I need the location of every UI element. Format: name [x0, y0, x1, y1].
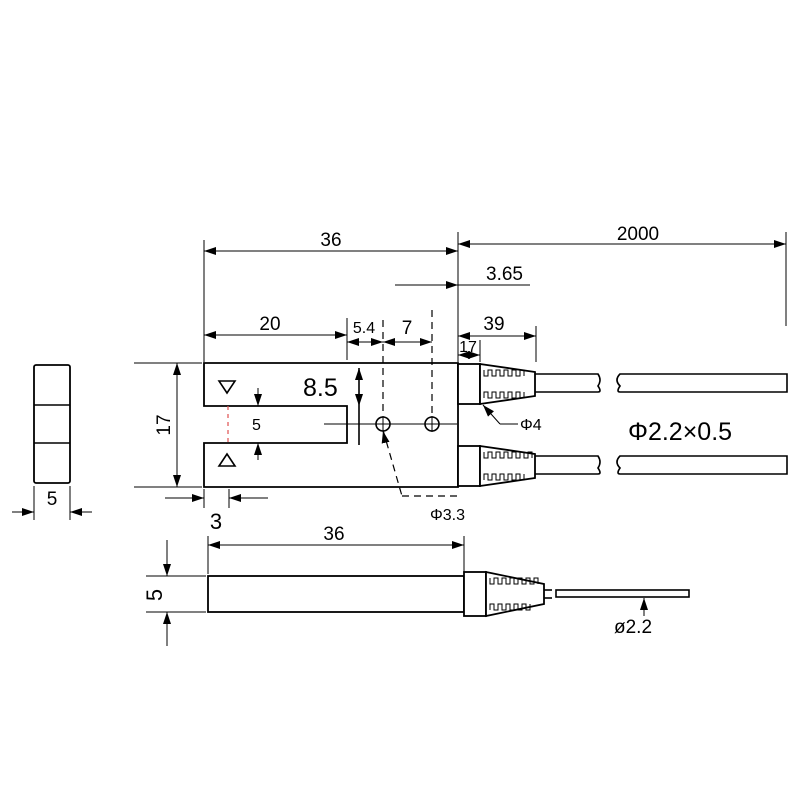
- front-view: Φ3.3 Φ4 Φ2.2×0.5: [134, 224, 788, 534]
- cable-lower-end: [616, 455, 788, 475]
- boot-length-label: 39: [483, 314, 504, 335]
- boot-upper-ribs-top: [483, 369, 525, 377]
- boot-upper-taper: [479, 362, 536, 406]
- side-view: 36 5 ø2.2: [142, 524, 690, 646]
- end-view: 5: [12, 364, 92, 520]
- slot-depth-label: 20: [259, 314, 280, 335]
- overall-length-label: 36: [320, 230, 341, 251]
- side-boot-collar: [463, 571, 487, 617]
- cable-length-label: 2000: [617, 224, 659, 245]
- slot-height-label: 8.5: [303, 374, 338, 402]
- boot-diameter-label: Φ4: [520, 417, 542, 434]
- boot-lower-ribs-bottom: [483, 473, 525, 481]
- end-view-outline: [33, 364, 71, 484]
- end-view-width-label: 5: [47, 489, 58, 510]
- arm-thickness-label: 3: [210, 509, 222, 534]
- side-length-label: 36: [323, 524, 344, 545]
- cable-upper-start: [535, 373, 601, 393]
- boot-lower-taper: [479, 444, 536, 488]
- boot-lower-collar: [457, 445, 481, 487]
- mount-hole-diameter-label: Φ3.3: [430, 507, 465, 524]
- receiver-triangle-icon: [217, 452, 237, 467]
- cable-boot-lower: [457, 444, 788, 488]
- rear-offset-label: 3.65: [486, 264, 523, 285]
- side-boot-ribs-bottom: [489, 603, 531, 611]
- mount-hole-leader-arrow: [381, 430, 390, 444]
- side-thickness-label: 5: [142, 589, 167, 601]
- body-height-label: 17: [154, 414, 175, 435]
- cable-boot-upper: [457, 362, 788, 406]
- boot-lower-ribs-top: [483, 451, 533, 459]
- boot-diameter-leader-arrow: [482, 404, 501, 425]
- cable-diameter-label: ø2.2: [614, 617, 652, 638]
- hole-offset-label: 5.4: [353, 320, 375, 337]
- boot-collar-label: 17: [459, 339, 477, 356]
- slot-width-label: 5: [252, 417, 261, 434]
- side-body-outline: [207, 575, 465, 613]
- emitter-triangle-icon: [217, 380, 237, 395]
- boot-upper-collar: [457, 363, 481, 405]
- cable-upper-end: [616, 373, 788, 393]
- cable-lower-start: [535, 455, 601, 475]
- side-cable: [555, 589, 690, 598]
- side-boot-taper: [485, 570, 545, 618]
- cable-spec-label: Φ2.2×0.5: [628, 418, 732, 446]
- side-boot-ribs-top: [489, 577, 539, 585]
- boot-upper-ribs-bottom: [483, 391, 525, 399]
- hole-pitch-label: 7: [402, 318, 413, 339]
